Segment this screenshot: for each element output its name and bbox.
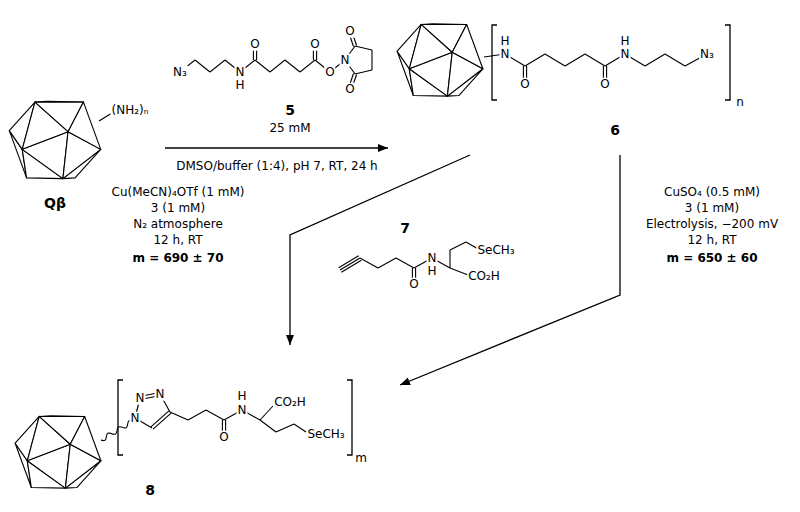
compound-number: 8 xyxy=(144,483,156,497)
scheme-label: N xyxy=(427,252,438,265)
repeat-bracket xyxy=(725,25,730,100)
scheme-label: N xyxy=(500,48,511,61)
scheme-label: CuSO₄ (0.5 mM) xyxy=(663,186,761,199)
repeat-bracket xyxy=(118,380,123,455)
bond-line xyxy=(276,424,294,432)
bond-line xyxy=(449,250,450,268)
bond-line xyxy=(450,268,468,275)
scheme-label: H xyxy=(619,35,630,48)
bond-line xyxy=(270,60,285,72)
bond-line xyxy=(378,258,396,268)
particle-node: 6 xyxy=(388,5,793,155)
scheme-label: O xyxy=(408,278,419,291)
scheme-label: N xyxy=(135,392,146,405)
scheme-label: O xyxy=(324,66,335,79)
capsid-group xyxy=(9,24,483,488)
bond-line xyxy=(585,54,605,66)
scheme-label: N xyxy=(340,54,351,67)
bond-line xyxy=(645,54,665,66)
reaction-arrow xyxy=(290,155,470,345)
scheme-label: O xyxy=(218,431,229,444)
scheme-label: 25 mM xyxy=(268,122,311,135)
bond-line xyxy=(545,54,565,66)
scheme-label: N₃ xyxy=(172,66,188,79)
bond-line xyxy=(285,60,300,72)
scheme-label: H xyxy=(499,35,510,48)
scheme-label: O xyxy=(599,78,610,91)
bond-line xyxy=(339,256,359,268)
particle-node: 8 xyxy=(5,345,400,505)
scheme-label: CO₂H xyxy=(467,270,501,283)
bond-line xyxy=(340,258,360,270)
scheme-label: N xyxy=(130,412,141,425)
scheme-label: Electrolysis, −200 mV xyxy=(645,218,779,231)
scheme-label: O xyxy=(309,38,320,51)
bond-line xyxy=(450,242,466,250)
scheme-label: 7 xyxy=(399,221,411,236)
bond-line xyxy=(665,54,685,66)
repeat-bracket xyxy=(347,380,352,455)
scheme-label: O xyxy=(344,25,355,38)
scheme-label: Cu(MeCN)₄OTf (1 mM) xyxy=(111,186,246,199)
scheme-label: SeCH₃ xyxy=(306,428,345,441)
bond-line xyxy=(371,50,372,70)
scheme-label: N xyxy=(235,66,246,79)
scheme-label: (NH₂)ₙ xyxy=(111,104,150,117)
compound-number: Qβ xyxy=(43,196,67,210)
scheme-label: DMSO/buffer (1:4), pH 7, RT, 24 h xyxy=(175,160,378,173)
bond-line xyxy=(396,258,414,268)
bond-line xyxy=(255,60,270,72)
scheme-label: 5 xyxy=(284,103,296,118)
scheme-label: 3 (1 mM) xyxy=(150,202,206,215)
scheme-label: m xyxy=(354,452,368,465)
scheme-label: N xyxy=(155,388,166,401)
scheme-label: O xyxy=(519,78,530,91)
bond-line xyxy=(294,424,306,432)
bond-line xyxy=(210,60,225,72)
bond-line xyxy=(153,413,171,429)
bond-line xyxy=(355,46,372,50)
scheme-label: O xyxy=(344,83,355,96)
wavy-bond xyxy=(101,420,133,440)
bond-line xyxy=(565,54,585,66)
scheme-label: H xyxy=(426,265,437,278)
scheme-label: O xyxy=(249,38,260,51)
scheme-label: 12 h, RT xyxy=(152,234,203,247)
bond-line xyxy=(360,258,378,268)
compound-number: 6 xyxy=(609,123,621,137)
scheme-label: H xyxy=(234,79,245,92)
bond-line xyxy=(151,411,169,427)
scheme-label: CO₂H xyxy=(273,396,307,409)
capsid-face xyxy=(70,416,101,460)
capsid-face xyxy=(68,102,101,149)
scheme-label: 3 (1 mM) xyxy=(684,202,740,215)
scheme-label: 12 h, RT xyxy=(686,234,737,247)
bond-line xyxy=(341,260,361,272)
scheme-label: SeCH₃ xyxy=(476,244,515,257)
scheme-label: m = 690 ± 70 xyxy=(131,252,224,265)
bond-line xyxy=(300,60,315,72)
bond-line xyxy=(260,406,273,420)
reaction-arrow xyxy=(165,147,388,148)
scheme-label: H xyxy=(236,390,247,403)
reaction-arrow xyxy=(400,155,620,385)
bond-line xyxy=(260,420,276,432)
bond-line xyxy=(355,70,372,74)
repeat-bracket xyxy=(492,25,497,100)
scheme-label: N₃ xyxy=(699,48,715,61)
scheme-label: N xyxy=(620,48,631,61)
scheme-label: N₂ atmosphere xyxy=(132,218,224,231)
scheme-label: n xyxy=(735,96,745,109)
bond-line xyxy=(188,410,206,420)
bond-group xyxy=(99,25,730,455)
bond-line xyxy=(525,54,545,66)
scheme-label: m = 650 ± 60 xyxy=(665,252,758,265)
bond-line xyxy=(195,60,210,72)
bond-line xyxy=(206,410,224,420)
capsid-face xyxy=(452,24,483,68)
scheme-label: N xyxy=(237,404,248,417)
bond-line xyxy=(170,412,188,420)
